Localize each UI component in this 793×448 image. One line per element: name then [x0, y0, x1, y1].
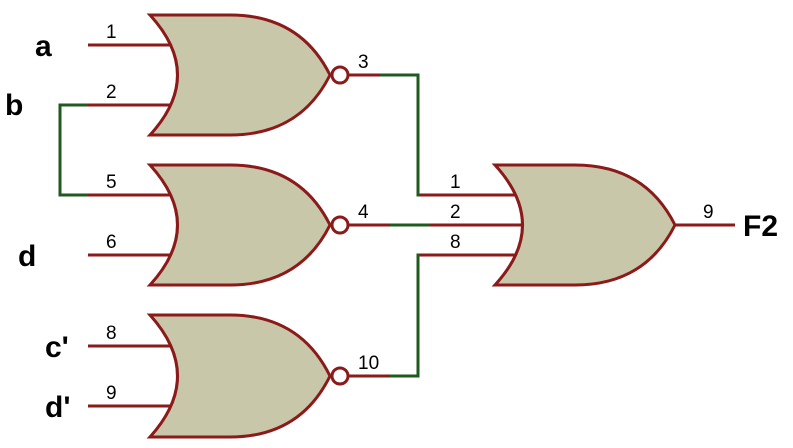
- g4-pin-out: 9: [703, 202, 714, 223]
- signal-label-output: F2: [743, 210, 778, 243]
- nor-gate-2[interactable]: 5 6 4: [88, 163, 390, 287]
- g4-pin-in1: 1: [450, 172, 461, 193]
- nor-gate-1[interactable]: 1 2 3: [88, 13, 380, 137]
- g4-body: [491, 163, 677, 287]
- net-g1-to-g4: [380, 73, 420, 197]
- g2-inverter-bubble: [330, 215, 350, 235]
- g2-pin-out: 4: [358, 202, 369, 223]
- g1-pin-out: 3: [358, 52, 369, 73]
- nor-gate-3[interactable]: 8 9 10: [88, 313, 390, 439]
- g3-body: [146, 313, 332, 439]
- g2-pin-in1: 5: [106, 172, 117, 193]
- net-g3-to-g4: [390, 253, 420, 378]
- signal-label-c-prime: c': [45, 331, 69, 364]
- g1-pin-in1: 1: [106, 22, 117, 43]
- net-b-junction: [58, 103, 88, 197]
- g4-pin-in3: 8: [450, 232, 461, 253]
- signal-label-d-prime: d': [45, 391, 70, 424]
- g2-body: [146, 163, 332, 287]
- signal-label-a: a: [35, 30, 52, 63]
- or-gate-4[interactable]: 1 2 8 9: [420, 163, 735, 287]
- g1-body: [146, 13, 332, 137]
- g4-pin-in2: 2: [450, 202, 461, 223]
- g1-pin-in2: 2: [106, 82, 117, 103]
- g3-pin-in2: 9: [106, 383, 117, 404]
- signal-label-b: b: [5, 89, 23, 122]
- g2-pin-in2: 6: [106, 232, 117, 253]
- g1-inverter-bubble: [330, 65, 350, 85]
- g3-inverter-bubble: [330, 366, 350, 386]
- g3-pin-out: 10: [358, 353, 379, 374]
- g3-pin-in1: 8: [106, 323, 117, 344]
- signal-label-d: d: [18, 240, 36, 273]
